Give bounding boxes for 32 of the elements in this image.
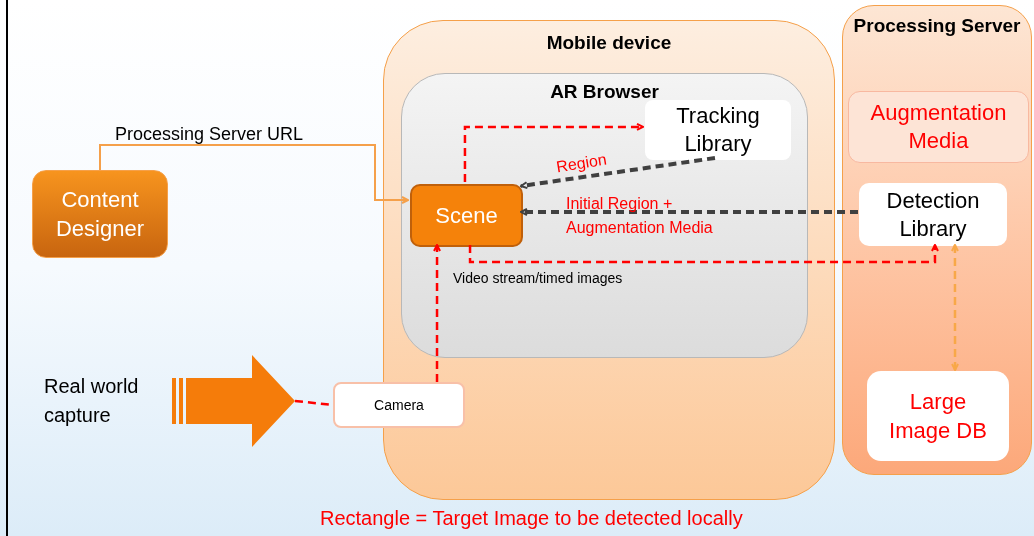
process-box	[848, 91, 1029, 163]
process-box	[867, 371, 1009, 461]
connector-arrow	[950, 244, 960, 371]
node-label: Detection Library	[885, 186, 981, 243]
edge-label: Region	[554, 149, 609, 178]
node-label: Large Image DB	[888, 388, 988, 445]
group-heading: Processing Server	[853, 14, 1021, 38]
group-heading: AR Browser	[550, 80, 659, 104]
process-box	[410, 184, 523, 247]
group-heading: Mobile device	[546, 31, 672, 55]
connector-arrow	[463, 123, 644, 182]
edge-label: Video stream/timed images	[453, 269, 624, 288]
connector-arrow	[520, 208, 858, 216]
process-box	[333, 382, 465, 428]
process-box	[32, 170, 168, 258]
note-text: Rectangle = Target Image to be detected locally	[320, 506, 743, 531]
connector-arrow	[433, 244, 442, 382]
node-label: Tracking Library	[675, 102, 761, 158]
process-box	[859, 183, 1007, 246]
node-label: Scene	[435, 202, 498, 230]
node-label: Camera	[374, 395, 424, 415]
edge-label: Processing Server URL	[115, 123, 305, 146]
edge-label: Initial Region + Augmentation Media	[566, 194, 714, 238]
browser-panel	[401, 73, 808, 358]
process-box	[645, 100, 791, 160]
server-panel	[842, 5, 1032, 475]
node-caption: Real world capture	[44, 374, 140, 428]
connector-arrow	[520, 156, 716, 190]
connector-arrow	[99, 144, 409, 204]
connector-arrow	[468, 244, 939, 264]
node-label: Content Designer	[54, 186, 145, 243]
node-label: Augmentation Media	[869, 99, 1008, 155]
